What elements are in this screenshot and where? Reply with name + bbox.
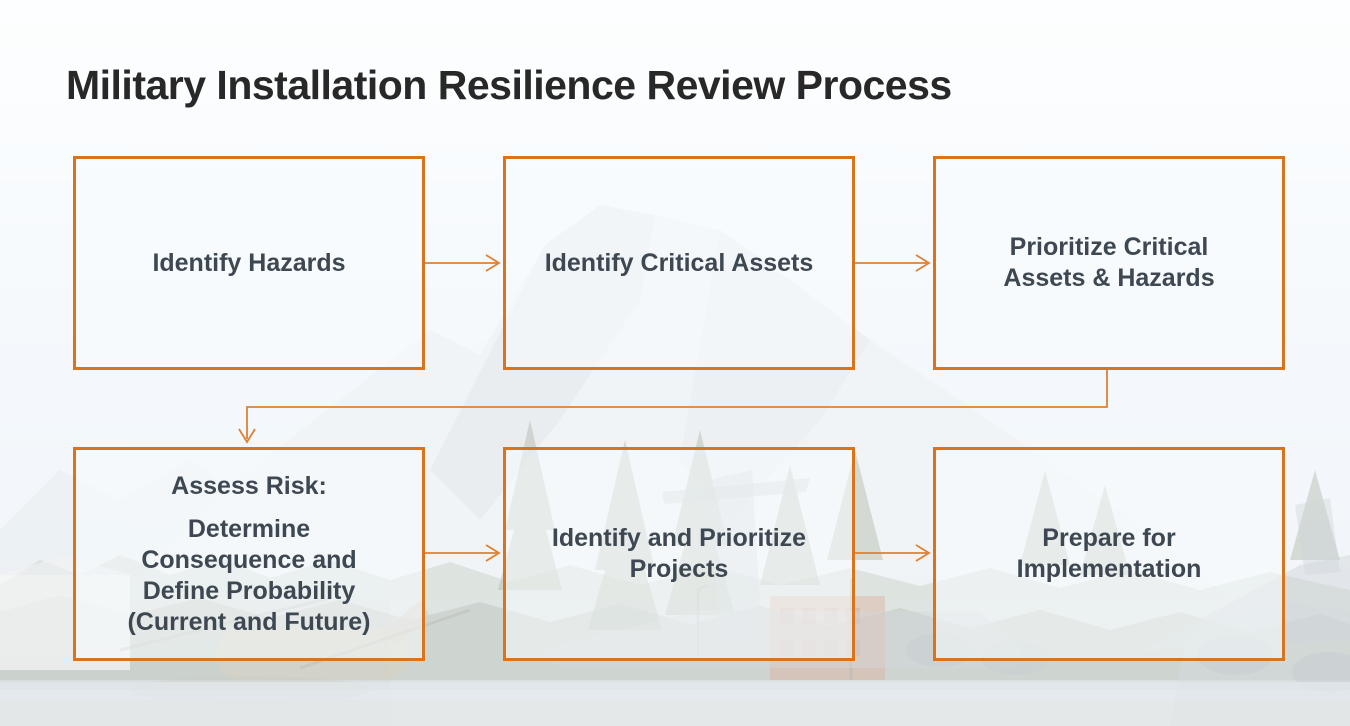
flow-box-prioritize-critical-assets-hazards: Prioritize Critical Assets & Hazards — [933, 156, 1285, 370]
flow-box-heading: Assess Risk: — [171, 471, 327, 500]
flow-box-prepare-for-implementation: Prepare for Implementation — [933, 447, 1285, 661]
flow-box-identify-hazards: Identify Hazards — [73, 156, 425, 370]
flow-box-label: Prioritize Critical Assets & Hazards — [1003, 233, 1215, 292]
flow-box-label: Identify Critical Assets — [544, 248, 814, 277]
flow-box-label: Identify Hazards — [152, 248, 346, 277]
page-title: Military Installation Resilience Review … — [66, 62, 952, 108]
flow-box-identify-critical-assets: Identify Critical Assets — [503, 156, 855, 370]
flow-box-label: Identify and Prioritize Projects — [551, 524, 807, 583]
flow-box-label: Prepare for Implementation — [1016, 524, 1202, 583]
flow-box-identify-prioritize-projects: Identify and Prioritize Projects — [503, 447, 855, 661]
flow-box-assess-risk: Assess Risk: Determine Consequence and D… — [73, 447, 425, 661]
flow-box-body: Determine Consequence and Define Probabi… — [127, 514, 371, 636]
